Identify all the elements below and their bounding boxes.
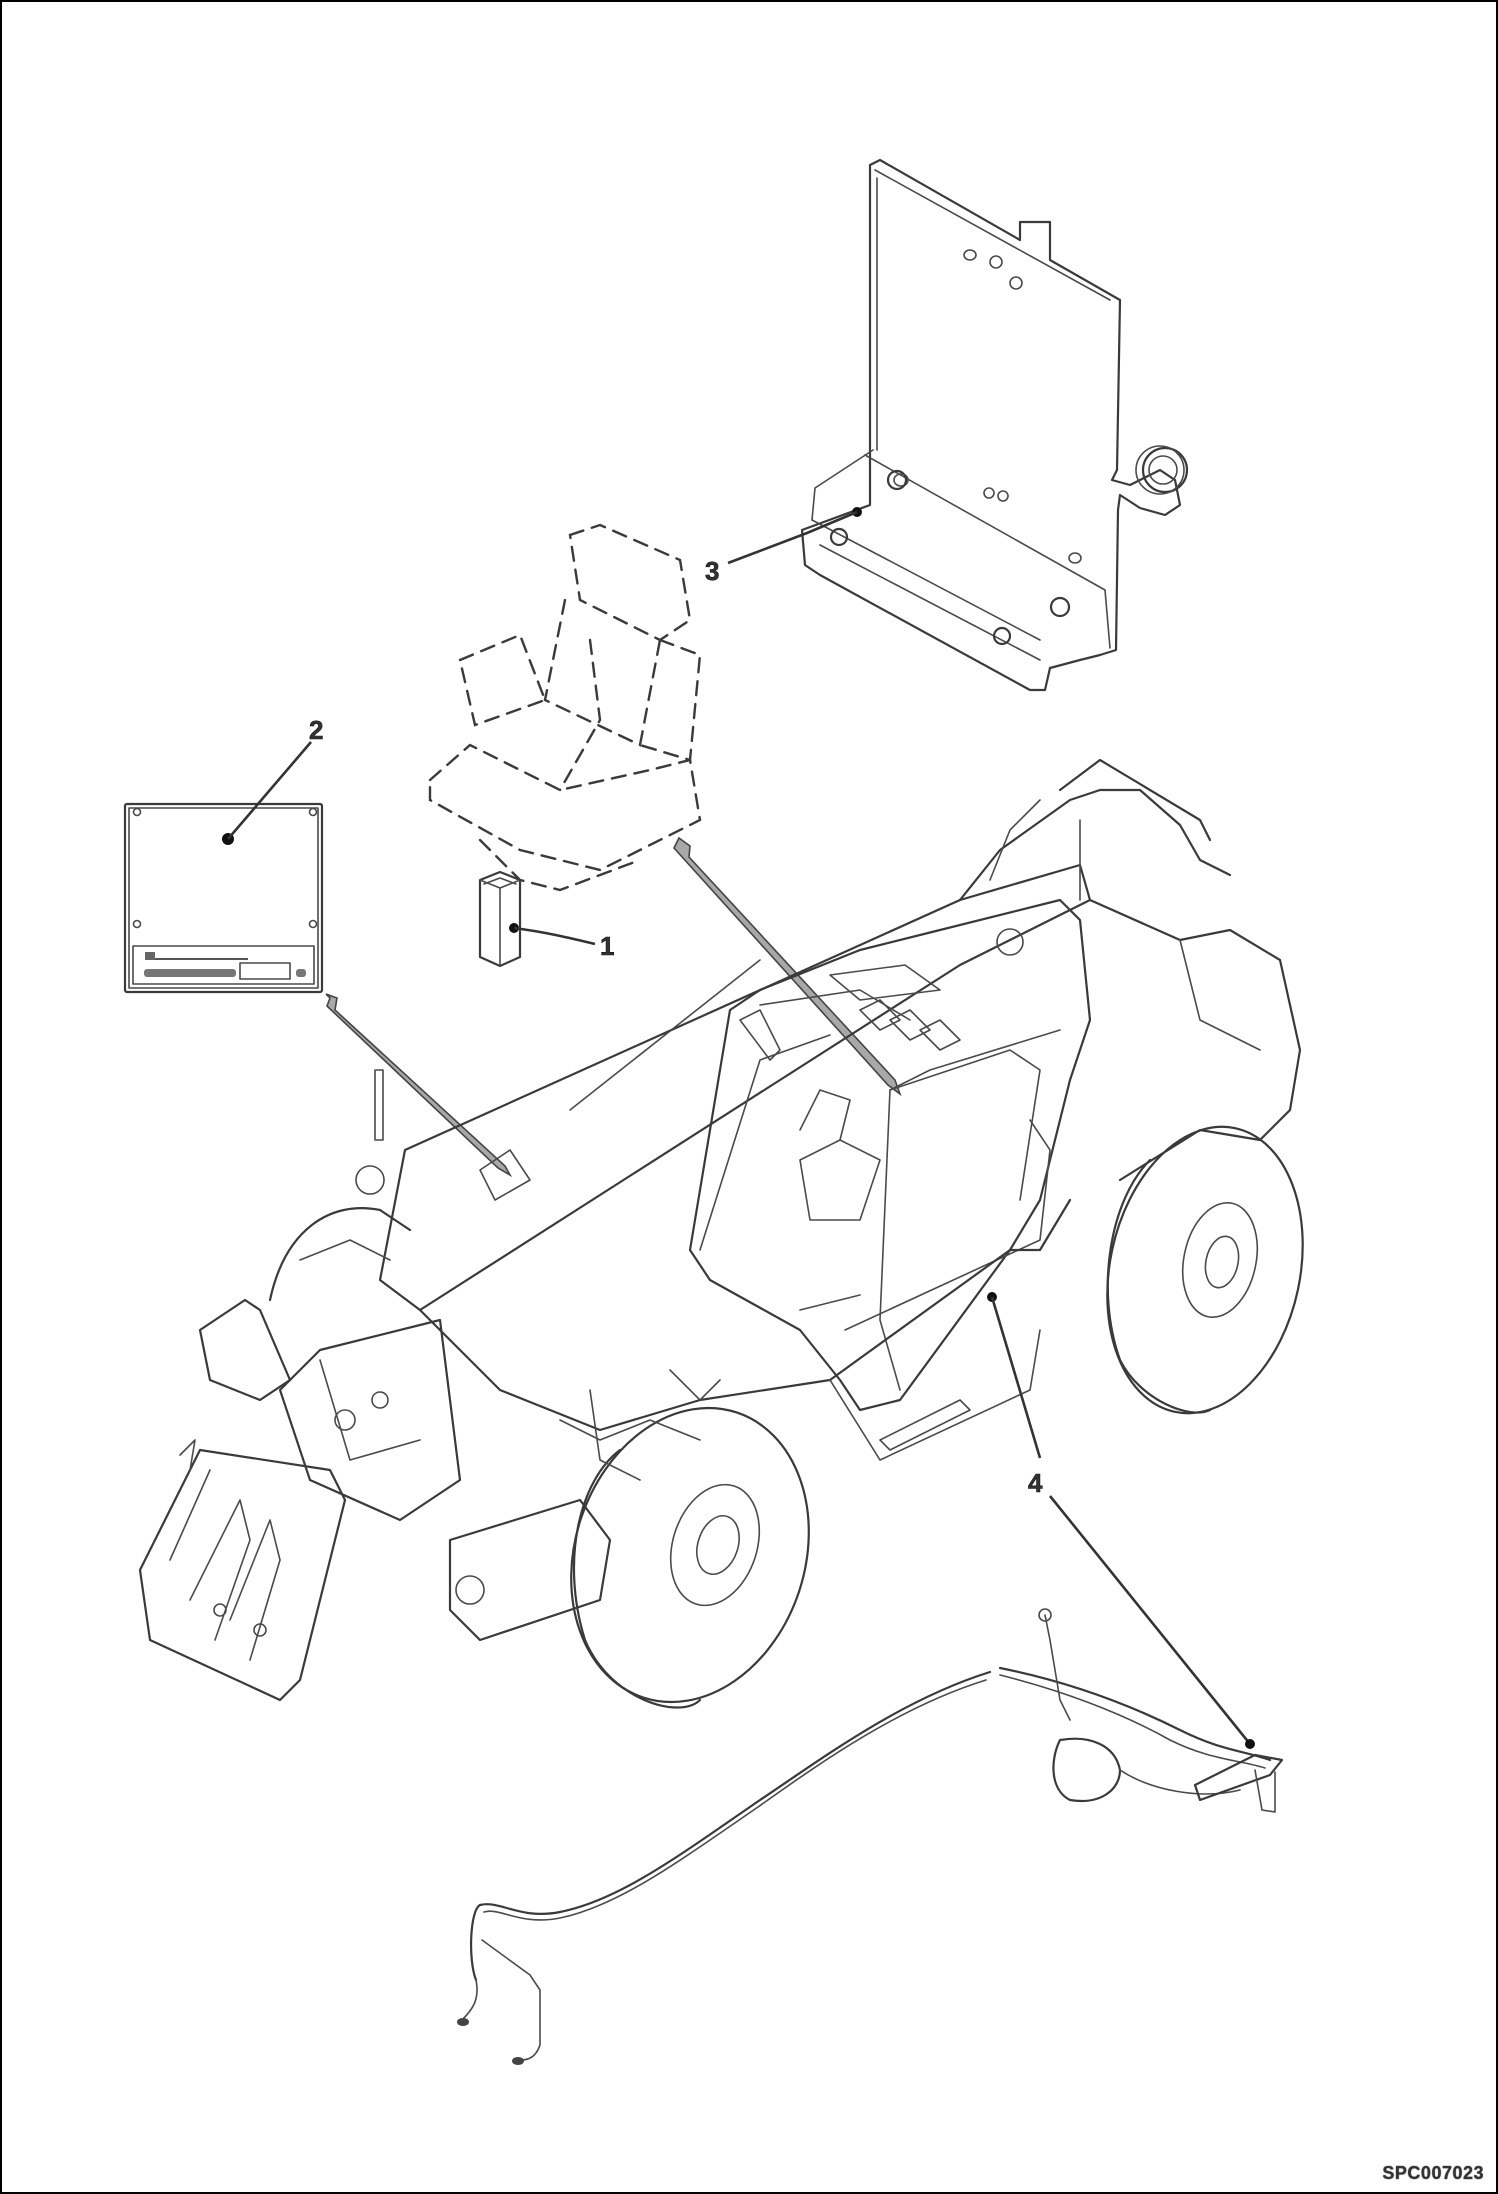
callout-1-label: 1 <box>600 931 614 961</box>
callout-3: 3 <box>705 507 862 586</box>
callout-2-label: 2 <box>309 715 323 745</box>
seat-ghost-outline <box>428 523 702 892</box>
callout-2: 2 <box>222 715 324 845</box>
callout-4-label: 4 <box>1028 1468 1043 1498</box>
callout-1: 1 <box>509 923 615 961</box>
location-pointer-arrows <box>325 836 902 1178</box>
decal-plate-part <box>123 802 324 994</box>
callout-3-label: 3 <box>705 556 719 586</box>
drawing-reference-code: SPC007023 <box>1382 2163 1484 2183</box>
mounting-bracket-part <box>800 158 1189 692</box>
telehandler-machine <box>138 758 1304 1709</box>
box-part <box>478 870 522 968</box>
callout-4: 4 <box>987 1292 1255 1749</box>
wiring-harness-part <box>457 1608 1284 2065</box>
